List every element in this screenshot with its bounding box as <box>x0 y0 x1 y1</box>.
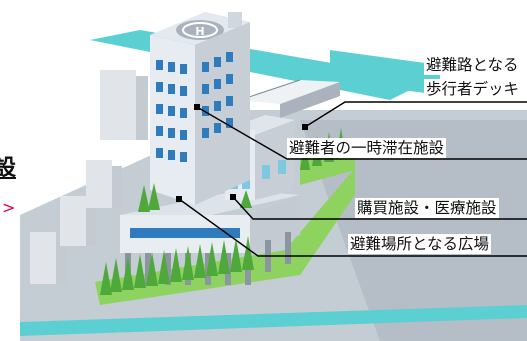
leader-deck <box>304 101 527 128</box>
background-buildings-left <box>30 70 148 284</box>
label-stay-facility: 避難者の一時滞在施設 <box>287 138 447 158</box>
green-plaza <box>95 168 355 305</box>
edge-heading-fragment: 設 <box>0 156 17 181</box>
label-shop-medical: 購買施設・医療施設 <box>355 198 499 218</box>
helipad-mark: H <box>195 25 204 38</box>
water-bottom <box>20 305 527 336</box>
edge-arrow-icon: > <box>2 198 16 217</box>
leader-plaza <box>178 198 527 257</box>
leader-lines <box>178 101 527 257</box>
label-deck-line2: 歩行者デッキ <box>424 79 522 99</box>
label-evacuation-plaza: 避難場所となる広場 <box>348 234 492 254</box>
anchor-markers <box>176 104 308 202</box>
label-deck-line1: 避難路となる <box>424 55 521 75</box>
leader-shop <box>232 196 527 220</box>
main-tower: H <box>150 12 250 205</box>
water-channel-right <box>330 50 440 95</box>
street-right <box>300 120 527 341</box>
leader-stay <box>196 106 527 160</box>
